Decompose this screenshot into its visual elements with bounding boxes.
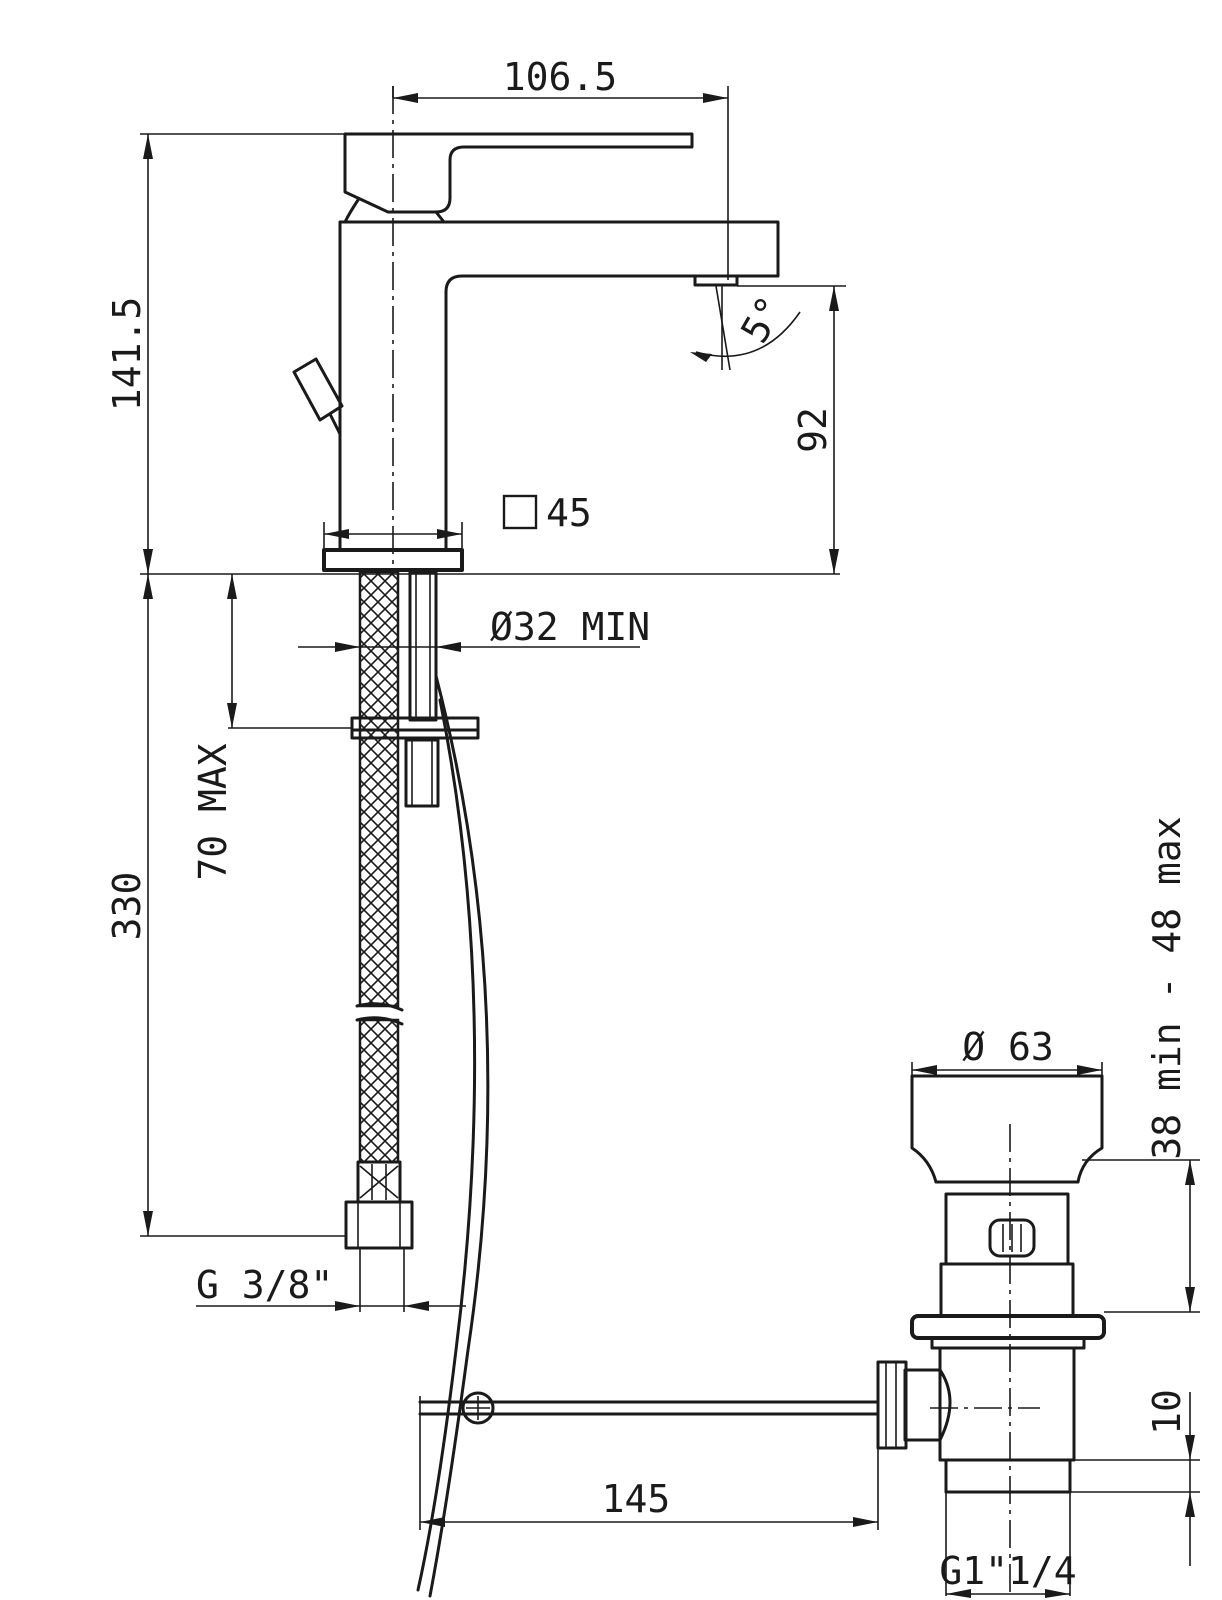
fixing-washer xyxy=(350,716,480,740)
pull-rod-stem xyxy=(328,412,342,436)
fixing-stud xyxy=(404,570,440,808)
dim-hose-connection: G 3/8" xyxy=(196,1263,333,1307)
aerator xyxy=(693,274,739,287)
pull-rod-cable-inner xyxy=(416,698,477,1592)
dim-waste-offset: 10 xyxy=(1145,1389,1189,1435)
pull-rod-knob xyxy=(292,357,344,422)
dim-rod-length: 145 xyxy=(602,1477,671,1521)
square-symbol xyxy=(502,494,538,530)
dim-base-square: 45 xyxy=(546,491,592,535)
dim-spout-reach: 106.5 xyxy=(503,55,617,99)
extension-lines xyxy=(140,86,1200,1596)
spout-body xyxy=(338,220,780,552)
pop-up-waste xyxy=(418,1074,1106,1494)
dim-hose-length: 330 xyxy=(105,872,149,941)
dim-spout-height: 92 xyxy=(791,407,835,453)
spout-angle-indicator xyxy=(690,285,801,371)
pull-rod-cable xyxy=(428,674,490,1598)
handle-lever xyxy=(343,132,694,214)
dim-deck-thickness: 70 MAX xyxy=(191,743,235,880)
dim-basin-thickness: 38 min - 48 max xyxy=(1145,816,1189,1159)
handle-neck xyxy=(343,198,446,224)
dim-waste-thread: G1"1/4 xyxy=(939,1549,1076,1593)
braided-hose xyxy=(344,570,414,1250)
dim-overall-height: 141.5 xyxy=(105,297,149,411)
dim-spout-angle: 5° xyxy=(732,289,793,351)
dimension-lines xyxy=(143,93,1195,1598)
dim-hole-diameter: Ø32 MIN xyxy=(490,605,650,649)
dim-waste-diameter: Ø 63 xyxy=(962,1025,1054,1069)
